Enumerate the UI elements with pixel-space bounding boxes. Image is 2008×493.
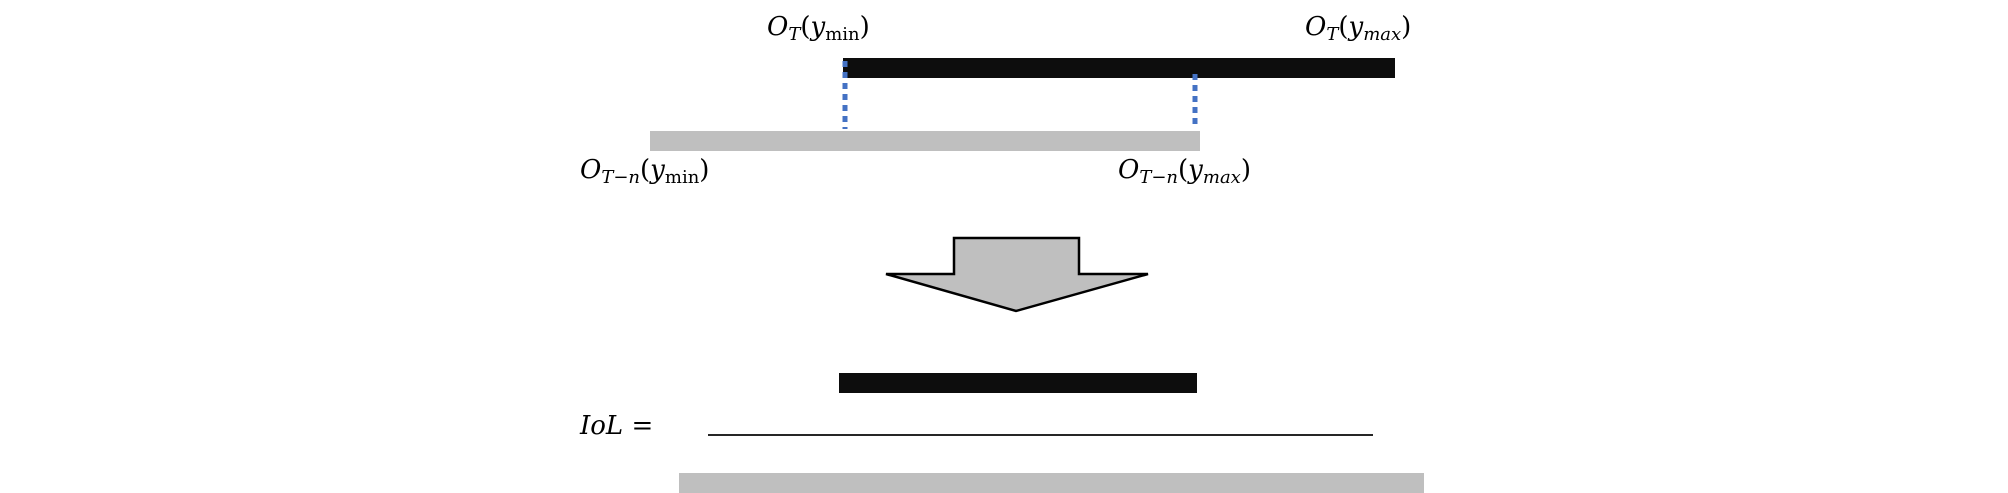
current-object-bar [843,58,1395,78]
label-otn-ymax: OT−n(ymax) [1118,155,1251,188]
iol-label: IoL = [579,411,653,441]
label-ot-ymax: OT(ymax) [1305,12,1411,45]
down-arrow-icon [885,236,1149,313]
union-bar [679,473,1424,493]
label-ot-ymin: OT(ymin) [767,12,870,45]
label-otn-ymin: OT−n(ymin) [580,155,709,188]
intersection-bar [839,373,1197,393]
previous-object-bar [650,131,1200,151]
